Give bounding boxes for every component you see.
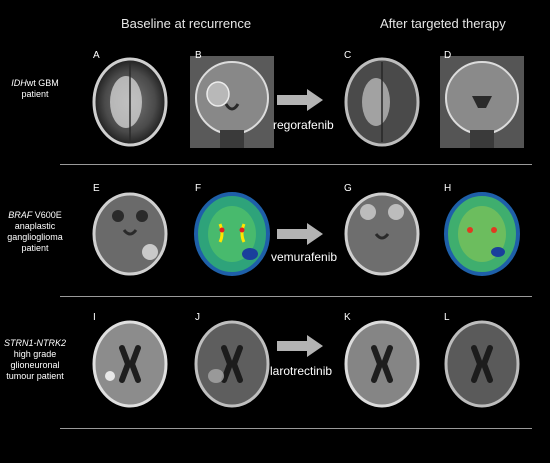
panel-letter-H: H (444, 183, 452, 194)
scan-C (344, 57, 420, 147)
scan-I (92, 320, 168, 408)
scan-B (190, 56, 274, 148)
scan-F (194, 192, 270, 276)
patient-desc-row1: wt GBM patient (21, 78, 59, 99)
arrow-row2-icon (277, 223, 323, 245)
panel-letter-C: C (344, 50, 352, 61)
scan-L (444, 320, 520, 408)
arrow-row1-icon (277, 89, 323, 111)
patient-desc-row2: V600E anaplastic ganglioglioma patient (7, 210, 63, 253)
arrow-row3-icon (277, 335, 323, 357)
panel-letter-E: E (93, 183, 100, 194)
panel-letter-F: F (195, 183, 202, 194)
scan-G (344, 192, 420, 276)
patient-label-row2: BRAF V600E anaplastic ganglioglioma pati… (4, 210, 66, 254)
patient-label-row1: IDHwt GBM patient (4, 78, 66, 100)
drug-row1: regorafenib (273, 118, 334, 132)
scan-D (440, 56, 524, 148)
panel-letter-L: L (444, 312, 450, 323)
panel-letter-G: G (344, 183, 352, 194)
patient-gene-row1: IDH (11, 78, 27, 88)
scan-A (92, 57, 168, 147)
scan-H (444, 192, 520, 276)
panel-letter-D: D (444, 50, 452, 61)
row-divider-1 (60, 164, 532, 165)
panel-letter-I: I (93, 312, 96, 323)
row-divider-3 (60, 428, 532, 429)
row-divider-2 (60, 296, 532, 297)
scan-K (344, 320, 420, 408)
panel-letter-A: A (93, 50, 100, 61)
scan-J (194, 320, 270, 408)
scan-E (92, 192, 168, 276)
drug-row2: vemurafenib (271, 250, 338, 264)
panel-letter-B: B (195, 50, 202, 61)
patient-gene-row2: BRAF (8, 210, 33, 220)
panel-letter-J: J (195, 312, 200, 323)
panel-letter-K: K (344, 312, 351, 323)
patient-label-row3: STRN1-NTRK2 high grade glioneuronal tumo… (4, 338, 66, 382)
drug-row3: larotrectinib (270, 364, 333, 378)
patient-desc-row3: high grade glioneuronal tumour patient (6, 349, 64, 381)
header-after-therapy: After targeted therapy (380, 16, 506, 31)
header-baseline: Baseline at recurrence (121, 16, 252, 31)
patient-gene-row3: STRN1-NTRK2 (4, 338, 67, 348)
